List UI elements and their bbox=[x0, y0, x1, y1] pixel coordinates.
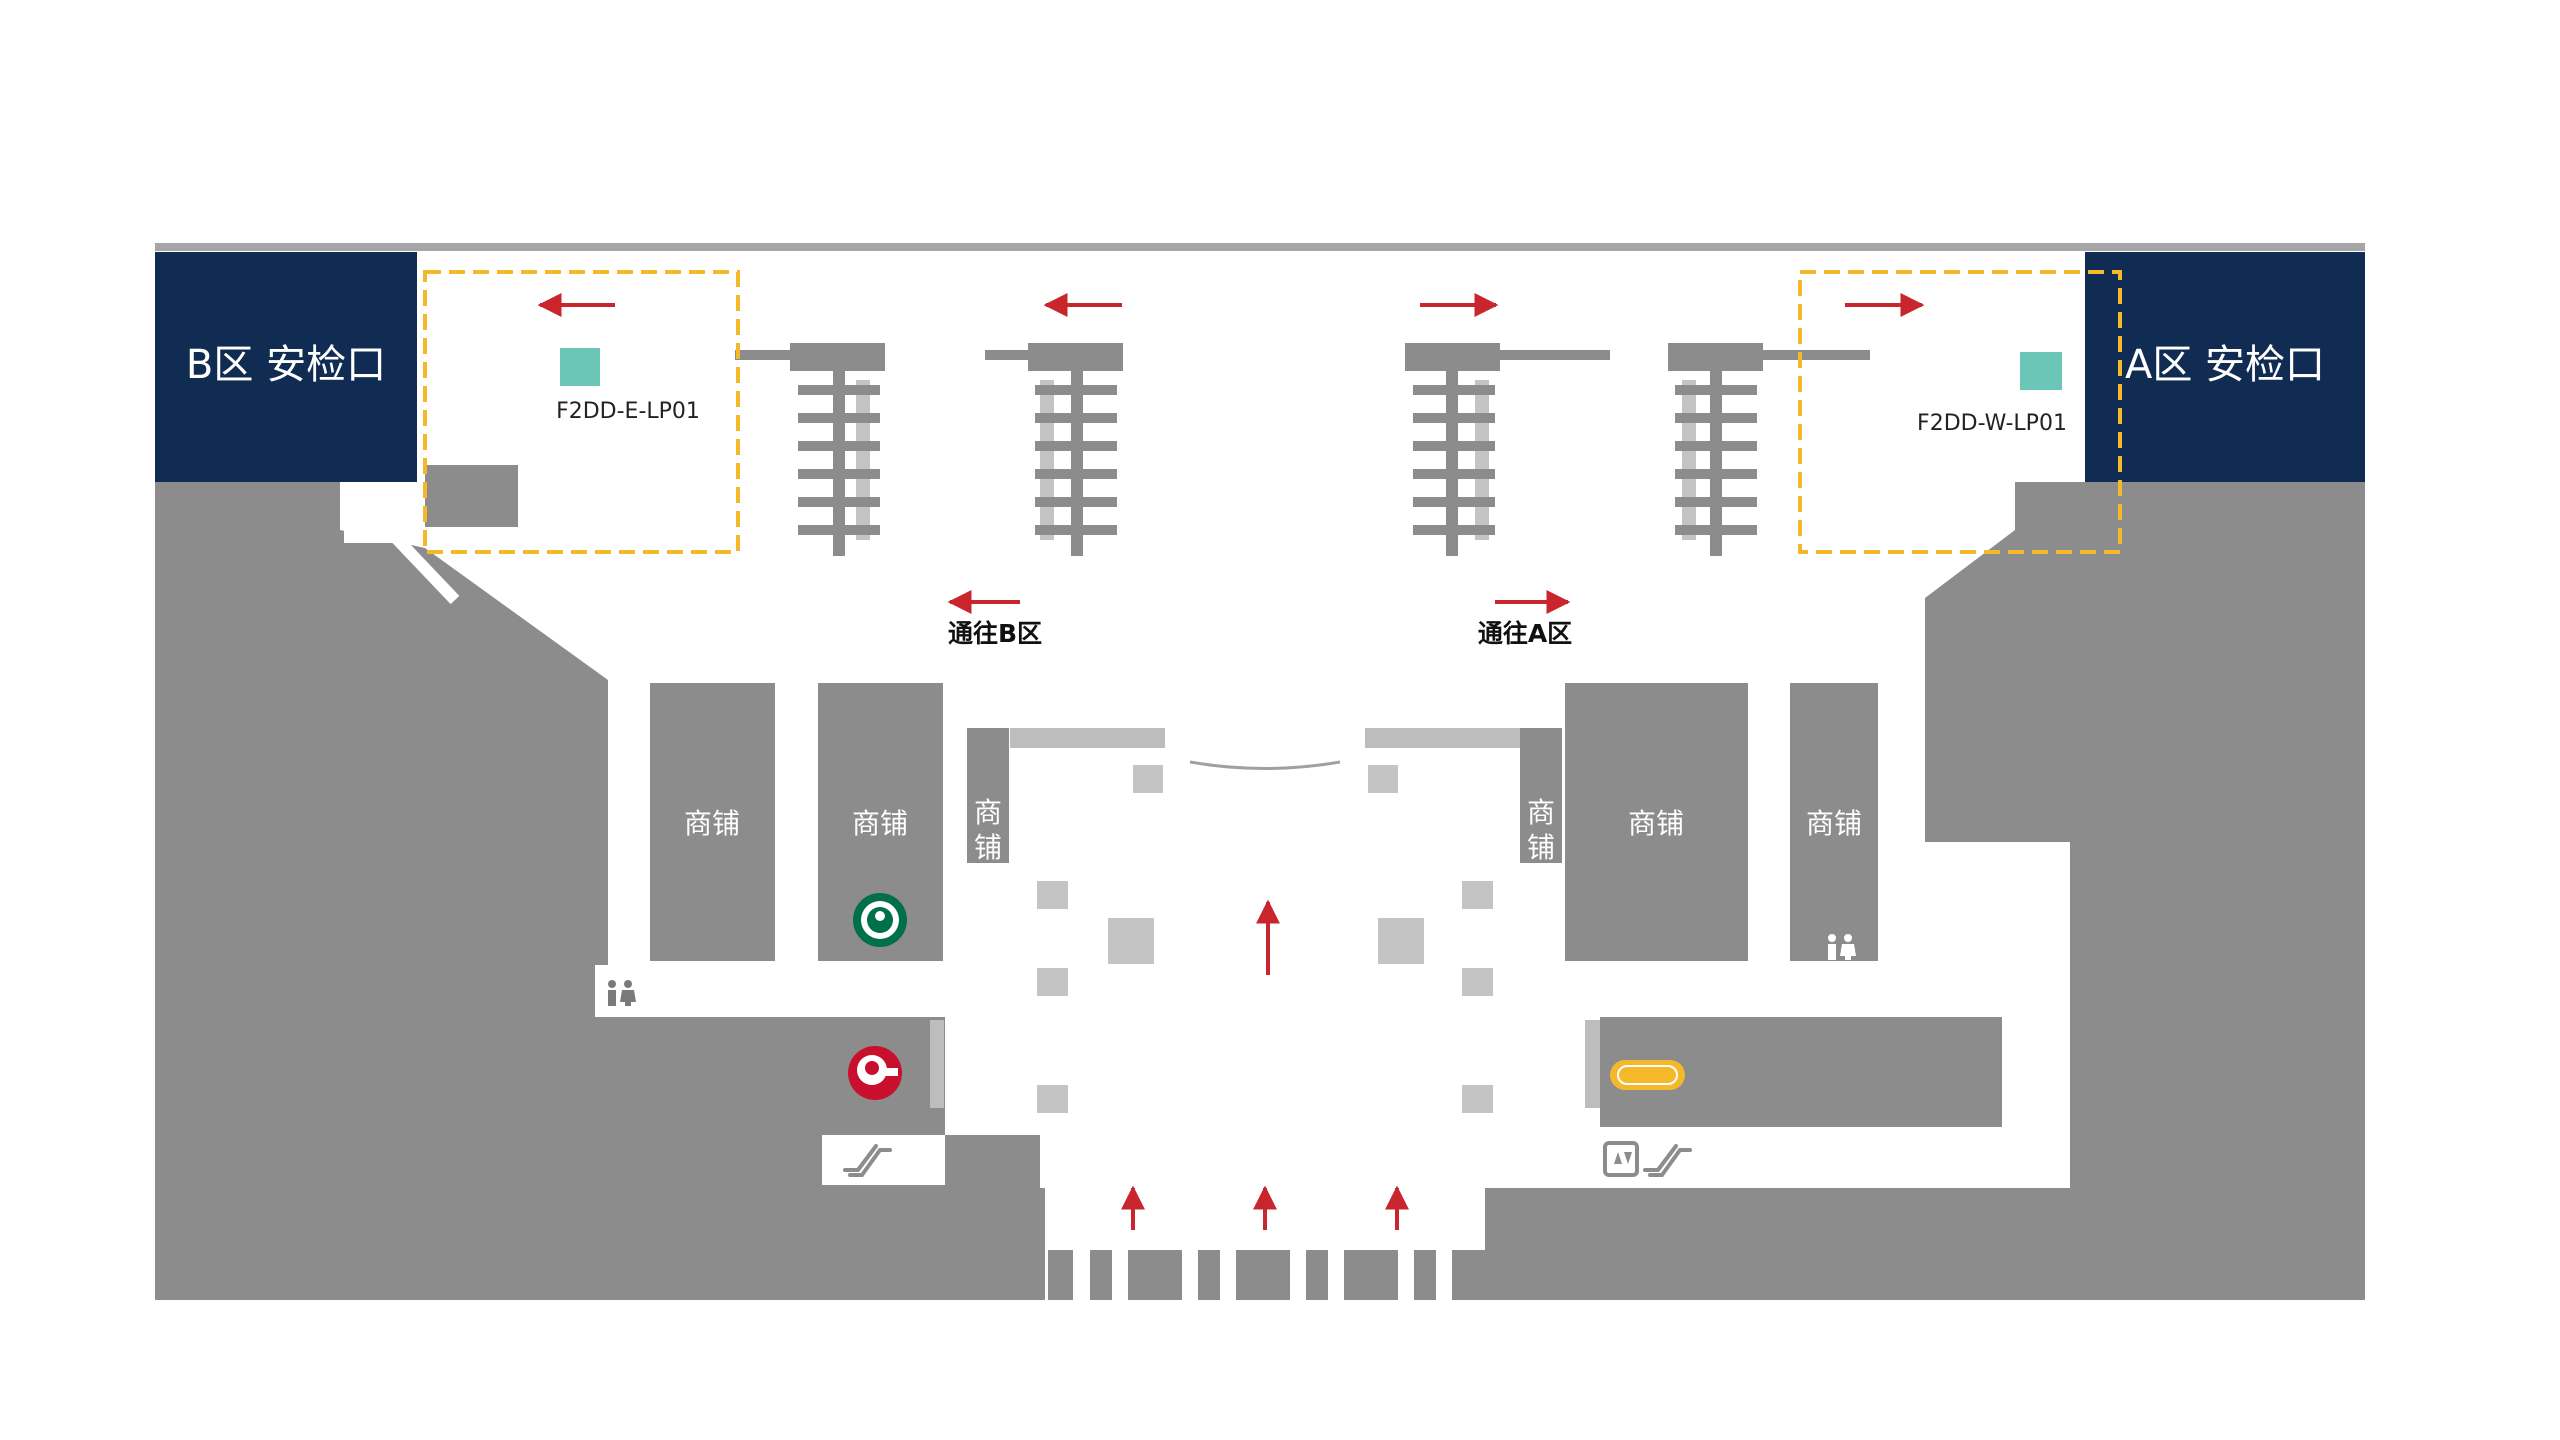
shop-right-2[interactable]: 商铺 bbox=[1790, 683, 1878, 961]
right-restaurant-counter bbox=[1585, 1020, 1600, 1108]
shop-label: 商铺 bbox=[852, 807, 908, 840]
shop-label-top: 商 bbox=[974, 796, 1002, 829]
roof-line bbox=[155, 243, 2365, 251]
restroom-icon bbox=[608, 980, 636, 1006]
shop-label: 商铺 bbox=[1806, 807, 1862, 840]
left-escalator-landing bbox=[822, 1135, 945, 1185]
checkpoint-a-label: A区 安检口 bbox=[2125, 342, 2325, 388]
ad-spot-left-marker bbox=[560, 348, 600, 386]
shop-label-bottom: 铺 bbox=[974, 831, 1002, 864]
checkpoint-a[interactable]: A区 安检口 bbox=[2085, 252, 2365, 482]
direction-arrows bbox=[537, 293, 1925, 1230]
hall-curve bbox=[1189, 760, 1341, 770]
hall-bar-left bbox=[1010, 728, 1165, 748]
shop-label-top: 商 bbox=[1527, 796, 1555, 829]
ad-spot-left[interactable]: F2DD-E-LP01 bbox=[423, 270, 740, 554]
kfc-counter bbox=[930, 1020, 944, 1108]
to-a-label: 通往A区 bbox=[1478, 619, 1572, 648]
security-gate-3 bbox=[1405, 343, 1610, 556]
right-escalator-landing bbox=[1585, 1128, 1702, 1185]
checkpoint-b[interactable]: B区 安检口 bbox=[155, 252, 417, 482]
elevator-icon bbox=[1603, 1141, 1639, 1177]
escalator-icon bbox=[1643, 1144, 1692, 1177]
security-gate-4 bbox=[1668, 343, 1870, 556]
ad-spot-left-label: F2DD-E-LP01 bbox=[556, 399, 700, 424]
checkpoint-b-label: B区 安检口 bbox=[186, 342, 386, 388]
shop-label-bottom: 铺 bbox=[1527, 831, 1555, 864]
right-inner-white-notch bbox=[1928, 1130, 2070, 1188]
kfc-logo bbox=[848, 1046, 902, 1100]
hall-bar-right bbox=[1365, 728, 1520, 748]
ad-spot-right[interactable]: F2DD-W-LP01 bbox=[1798, 270, 2122, 554]
left-restroom-corridor bbox=[595, 965, 1015, 1017]
shop-right-1[interactable]: 商铺 bbox=[1565, 683, 1748, 961]
left-gate-block bbox=[425, 465, 518, 527]
hall-pillars bbox=[1037, 765, 1493, 1113]
security-gate-2 bbox=[985, 343, 1123, 556]
ad-spot-right-marker bbox=[2020, 352, 2062, 390]
security-gate-1 bbox=[735, 343, 885, 556]
ad-spot-right-label: F2DD-W-LP01 bbox=[1917, 411, 2067, 436]
right-building-block bbox=[1485, 482, 2365, 1300]
dafuji-logo bbox=[1610, 1060, 1685, 1090]
shop-label: 商铺 bbox=[684, 807, 740, 840]
to-b-label: 通往B区 bbox=[948, 619, 1042, 648]
shop-right-narrow[interactable]: 商 铺 bbox=[1520, 728, 1562, 864]
shop-left-2-starbucks[interactable]: 商铺 bbox=[818, 683, 943, 961]
shop-label: 商铺 bbox=[1628, 807, 1684, 840]
shop-left-narrow[interactable]: 商 铺 bbox=[967, 728, 1009, 864]
left-stair-corridor bbox=[344, 482, 460, 605]
shop-left-1[interactable]: 商铺 bbox=[650, 683, 775, 961]
restroom-icon bbox=[1828, 934, 1856, 960]
starbucks-logo bbox=[853, 893, 907, 947]
escalator-icon bbox=[843, 1144, 892, 1177]
entrance-gates bbox=[1048, 1250, 1485, 1300]
